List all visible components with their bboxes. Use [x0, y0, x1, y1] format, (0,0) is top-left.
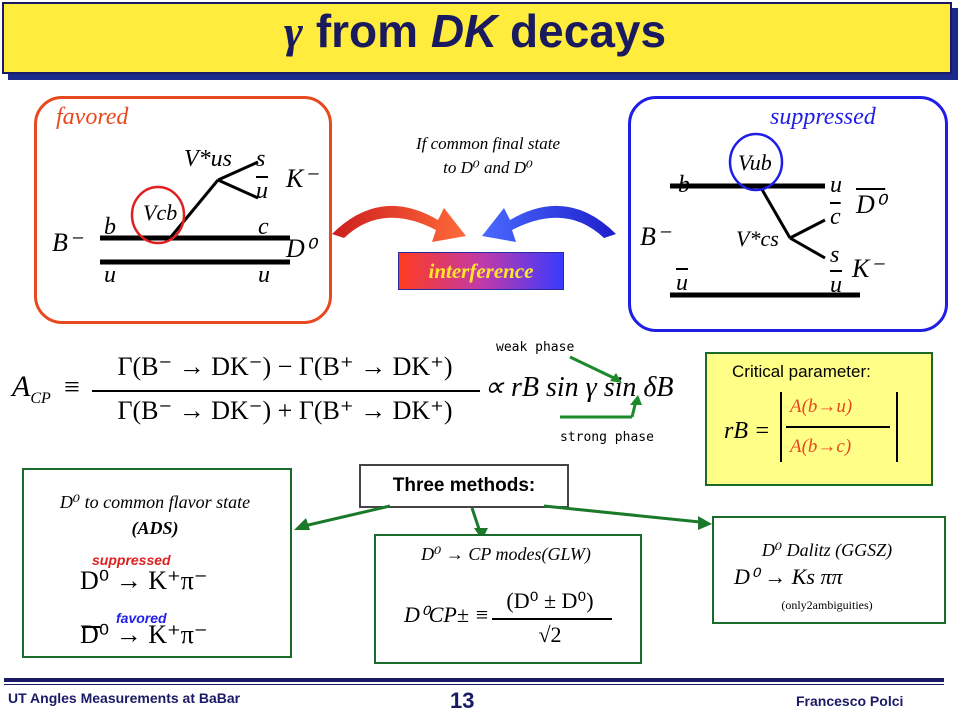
ggsz-title: D⁰ Dalitz (GGSZ) [761, 540, 893, 560]
weak-phase-pointer [569, 355, 617, 381]
rb-denominator: A(b→c) [790, 436, 852, 457]
favored-s-line [217, 160, 259, 182]
acp-equiv: ≡ [64, 372, 80, 403]
suppressed-c-line [789, 218, 826, 240]
ads-line-2: (ADS) [131, 518, 179, 538]
favored-ubar-line [217, 178, 259, 200]
three-methods-box: Three methods: [359, 464, 569, 508]
suppressed-ubar: u [676, 270, 688, 296]
strong-phase-pointer-head [630, 395, 642, 405]
arrow-to-ads-head [294, 518, 310, 530]
arrow-to-ads [303, 504, 391, 528]
ads-method-box [22, 468, 292, 658]
footer-left: UT Angles Measurements at BaBar [8, 690, 241, 706]
glw-formula-lhs: D⁰CP± ≡ [404, 602, 490, 627]
acp-denominator: Γ(B⁻ → DK⁻) + Γ(B⁺ → DK⁺) [117, 396, 453, 425]
critical-parameter-box [705, 352, 933, 486]
rb-abs-bar-left [780, 392, 782, 462]
page-number: 13 [450, 688, 475, 713]
glw-method-box [374, 534, 642, 664]
common-final-state-note: If common final state to D⁰ and D⁰ [370, 132, 606, 180]
favored-d0: D⁰ [286, 234, 316, 263]
ads-suppressed-tag: suppressed [92, 552, 171, 568]
rb-fraction-bar [786, 426, 890, 428]
blue-arrow [482, 205, 616, 242]
footer-right: Francesco Polci [796, 693, 904, 709]
interference-badge: interference [398, 252, 564, 290]
suppressed-bminus: B⁻ [640, 222, 670, 251]
ads-line-1: D⁰ to common flavor state [59, 492, 251, 512]
suppressed-vub: Vub [738, 150, 772, 175]
favored-ubar: u [256, 178, 268, 204]
glw-formula-den: √2 [538, 622, 562, 647]
suppressed-b: b [678, 172, 690, 198]
ads-favored-tag: favored [116, 610, 167, 626]
weak-phase-label: weak phase [496, 340, 575, 355]
merge-arrows [332, 205, 616, 242]
footer-rule-thin [4, 684, 944, 685]
title-decays: decays [497, 5, 667, 57]
favored-u: u [104, 262, 116, 288]
favored-c: c [258, 214, 269, 240]
suppressed-s-line [789, 236, 826, 260]
favored-vus: V*us [184, 146, 232, 172]
rb-abs-bar-right [896, 392, 898, 462]
suppressed-d0bar: D⁰ [856, 190, 886, 219]
glw-title: D⁰ → CP modes(GLW) [421, 544, 591, 564]
suppressed-vcs: V*cs [736, 226, 779, 251]
critical-parameter-heading: Critical parameter: [732, 362, 871, 381]
note-line-1: If common final state [415, 134, 560, 153]
favored-feynman-diagram [100, 160, 290, 265]
favored-kminus: K⁻ [286, 164, 318, 193]
title-from: from [303, 5, 431, 57]
glw-fraction-bar [492, 618, 612, 620]
vub-circle [728, 132, 784, 192]
ads-decay-1: D⁰ → K⁺π⁻ [80, 566, 208, 595]
suppressed-c: c [830, 204, 841, 230]
red-arrow [332, 205, 466, 242]
ads-decay-2: D⁰ → K⁺π⁻ [80, 620, 208, 649]
arrow-to-ggsz-head [698, 516, 712, 530]
title-dk: DK [430, 5, 498, 57]
suppressed-s: s [830, 242, 840, 268]
favored-b: b [104, 214, 116, 240]
favored-ubar2: u [258, 262, 270, 288]
ggsz-method-box [712, 516, 946, 624]
suppressed-kminus: K⁻ [852, 254, 884, 283]
suppressed-w-line [758, 185, 792, 239]
rb-numerator: A(b→u) [790, 396, 853, 417]
acp-numerator: Γ(B⁻ → DK⁻) − Γ(B⁺ → DK⁺) [117, 352, 453, 381]
vcb-circle [130, 185, 186, 245]
suppressed-label: suppressed [770, 104, 876, 130]
favored-bminus: B⁻ [52, 228, 82, 257]
favored-w-line [168, 179, 220, 239]
acp-fraction-bar [92, 390, 480, 392]
weak-phase-pointer-head [610, 373, 622, 383]
glw-formula-num: (D⁰ ± D⁰) [506, 588, 594, 613]
strong-phase-label: strong phase [560, 430, 654, 445]
rb-equals: rB = [724, 418, 771, 444]
ads-dbar-overline [82, 626, 100, 628]
favored-s: s [256, 146, 266, 172]
phase-pointers [560, 355, 642, 419]
acp-lhs: ACP [12, 370, 51, 407]
suppressed-feynman-diagram [670, 132, 860, 298]
ggsz-note: (only2ambiguities) [781, 598, 873, 612]
note-line-2: to D⁰ and D⁰ [443, 158, 533, 177]
footer-rule-thick [4, 678, 944, 682]
suppressed-u2: u [830, 272, 842, 298]
acp-proportional: ∝ rB sin γ sin δB [484, 372, 674, 403]
title-gamma: γ [283, 6, 304, 57]
favored-vcb: Vcb [143, 200, 178, 225]
favored-label: favored [56, 104, 129, 130]
ggsz-formula: D⁰ → Ks ππ [734, 564, 843, 589]
slide-title: γ from DK decays [0, 4, 950, 58]
title-bar [2, 2, 952, 74]
arrow-to-ggsz [543, 504, 701, 524]
suppressed-u: u [830, 172, 842, 198]
